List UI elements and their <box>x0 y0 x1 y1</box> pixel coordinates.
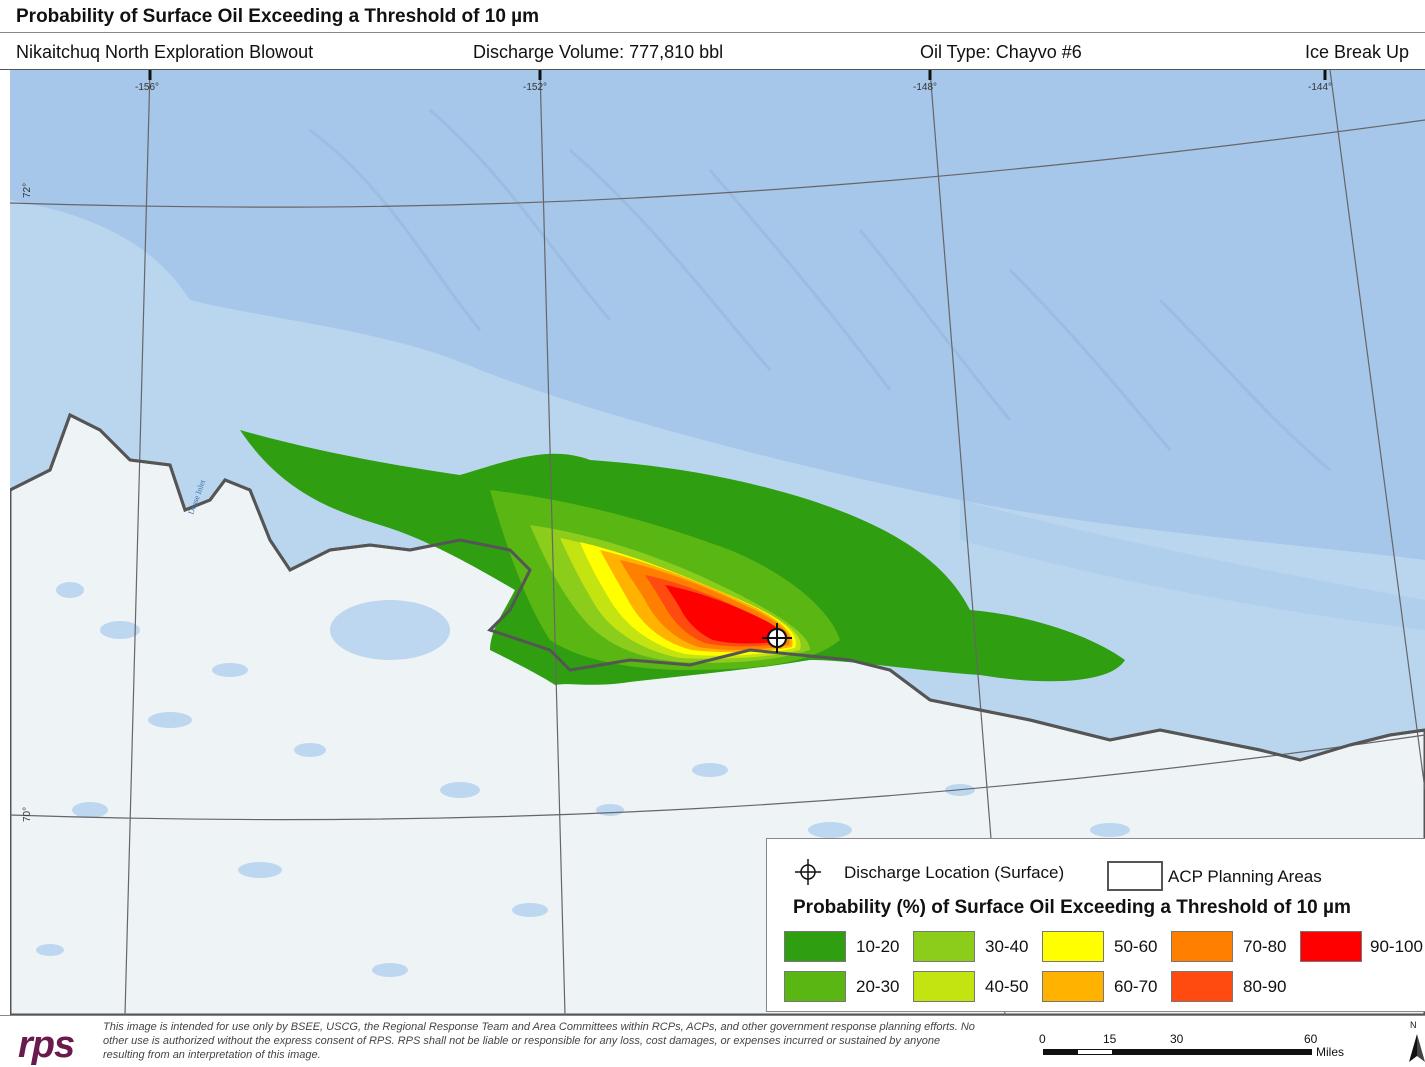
swatch-80-90 <box>1171 971 1233 1002</box>
acp-legend-swatch <box>1107 861 1163 891</box>
swatch-label-80-90: 80-90 <box>1243 977 1287 996</box>
swatch-label-90-100: 90-100 <box>1370 937 1423 956</box>
season: Ice Break Up <box>1305 42 1410 62</box>
acp-legend-label: ACP Planning Areas <box>1168 867 1322 886</box>
discharge-legend-label: Discharge Location (Surface) <box>844 863 1065 882</box>
seafloor-relief <box>309 108 1331 472</box>
acp-boundary <box>10 412 1425 762</box>
swatch-label-70-80: 70-80 <box>1243 937 1287 956</box>
info-bar: Nikaitchuq North Exploration Blowout Dis… <box>0 33 1425 70</box>
swatch-label-40-50: 40-50 <box>985 977 1029 996</box>
swatch-60-70 <box>1042 971 1104 1002</box>
oil-type: Oil Type: Chayvo #6 <box>920 42 1082 62</box>
plume-90-100 <box>665 585 784 644</box>
legend-title: Probability (%) of Surface Oil Exceeding… <box>793 897 1351 918</box>
scale-tick-0: 0 <box>1039 1032 1046 1046</box>
swatch-30-40 <box>913 931 975 962</box>
tundra-lakes <box>36 582 1130 977</box>
legend: Discharge Location (Surface) ACP Plannin… <box>766 838 1425 1012</box>
lon-label-152: -152° <box>523 82 548 93</box>
scale-tick-15: 15 <box>1103 1032 1117 1046</box>
swatch-label-30-40: 30-40 <box>985 937 1029 956</box>
swatch-50-60 <box>1042 931 1104 962</box>
north-label: N <box>1410 1020 1417 1030</box>
scale-unit: Miles <box>1316 1045 1345 1059</box>
discharge-volume: Discharge Volume: 777,810 bbl <box>473 42 724 62</box>
swatch-90-100 <box>1300 931 1362 962</box>
lat-label-72: 72° <box>22 182 33 198</box>
title-bar: Probability of Surface Oil Exceeding a T… <box>0 0 1425 33</box>
swatch-label-10-20: 10-20 <box>856 937 900 956</box>
oil-probability-plume <box>240 430 1125 685</box>
lon-label-156: -156° <box>135 82 160 93</box>
swatch-label-60-70: 60-70 <box>1114 977 1158 996</box>
scale-tick-60: 60 <box>1304 1032 1318 1046</box>
lon-label-144: -144° <box>1308 82 1333 93</box>
rps-logo: rps <box>18 1024 75 1066</box>
discharge-legend-icon <box>795 859 821 885</box>
lon-ticks <box>148 70 1327 80</box>
footer: rps This image is intended for use only … <box>0 1015 1425 1066</box>
map-title: Probability of Surface Oil Exceeding a T… <box>16 6 540 27</box>
lon-label-148: -148° <box>913 82 938 93</box>
lat-label-70: 70° <box>22 806 33 822</box>
north-arrow-icon: N <box>1405 1020 1425 1064</box>
swatch-10-20 <box>784 931 846 962</box>
swatch-40-50 <box>913 971 975 1002</box>
discharge-location-icon[interactable] <box>762 623 792 653</box>
swatch-20-30 <box>784 971 846 1002</box>
location-name: Nikaitchuq North Exploration Blowout <box>16 42 314 62</box>
swatch-label-20-30: 20-30 <box>856 977 900 996</box>
swatch-label-50-60: 50-60 <box>1114 937 1158 956</box>
scale-tick-30: 30 <box>1170 1032 1184 1046</box>
disclaimer: This image is intended for use only by B… <box>103 1021 975 1061</box>
swatch-70-80 <box>1171 931 1233 962</box>
